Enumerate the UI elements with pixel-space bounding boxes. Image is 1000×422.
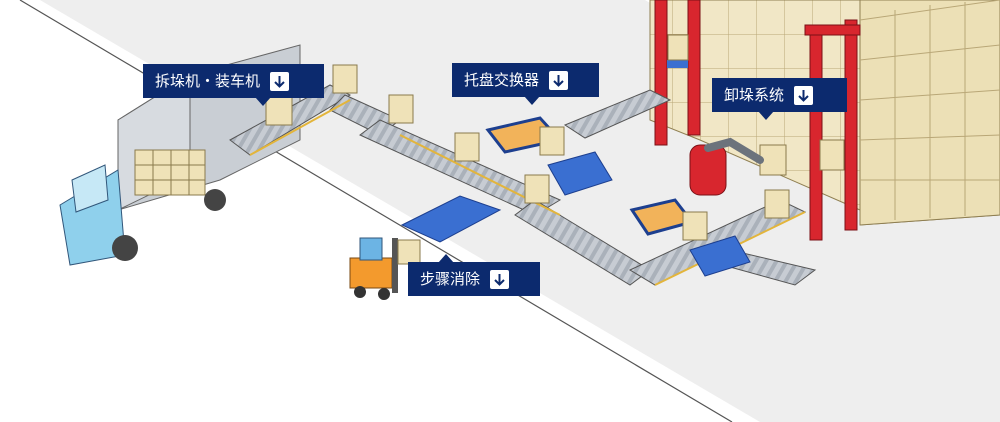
arrow-down-icon xyxy=(549,71,568,90)
callout-pallet-exchanger[interactable]: 托盘交换器 xyxy=(452,63,599,97)
arrow-down-icon xyxy=(794,86,813,105)
arrow-down-icon xyxy=(270,72,289,91)
callout-unstacking-system[interactable]: 卸垛系统 xyxy=(712,78,847,112)
callout-pallet-exchanger-label: 托盘交换器 xyxy=(464,63,539,97)
callout-step-elimination-label: 步骤消除 xyxy=(420,262,480,296)
callout-step-elimination[interactable]: 步骤消除 xyxy=(408,262,540,296)
callout-unstacking-label: 卸垛系统 xyxy=(724,78,784,112)
callout-depalletize-label: 拆垛机・装车机 xyxy=(155,64,260,98)
callout-depalletize-loader[interactable]: 拆垛机・装车机 xyxy=(143,64,324,98)
arrow-down-icon xyxy=(490,270,509,289)
